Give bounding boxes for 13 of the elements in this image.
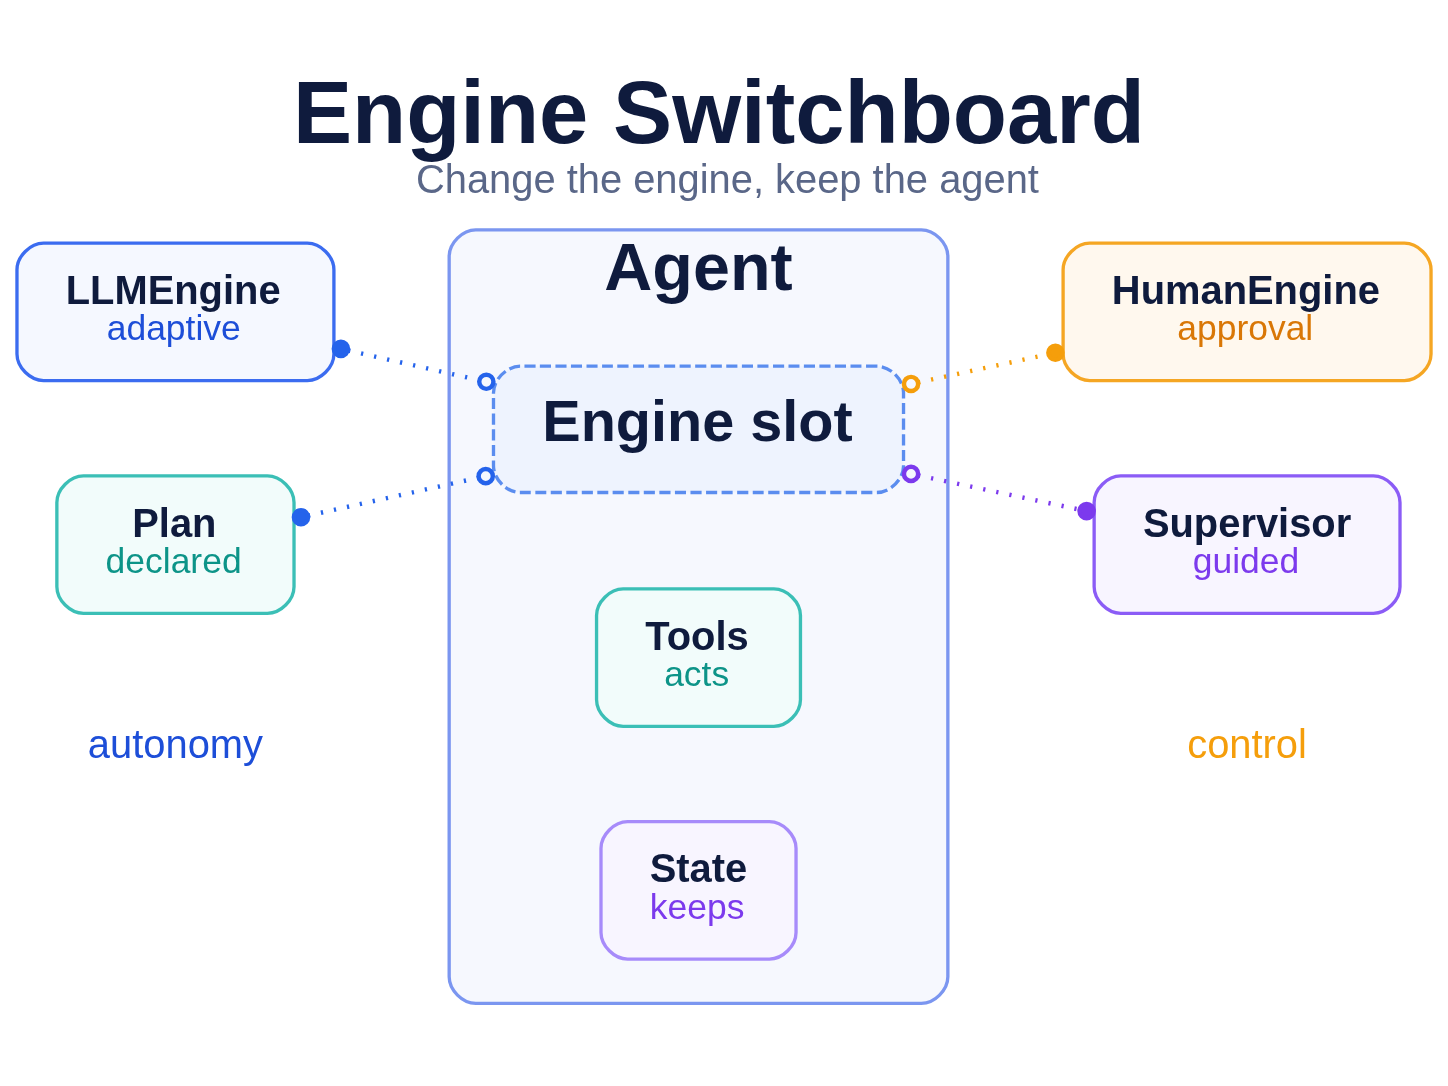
connector [901,342,1065,393]
connector [291,466,496,527]
node-box: LLMEngine adaptive [15,241,336,382]
node-box: State keeps [599,819,798,961]
node-box: HumanEngine approval [1061,241,1433,382]
label: autonomy [87,721,263,766]
node-box: Supervisor guided [1092,473,1402,615]
connector [901,464,1096,520]
node-box: Plan declared [55,473,296,615]
connector [331,339,496,391]
node-box: Engine slot [491,364,906,494]
node-box: Tools acts [594,586,803,728]
label: control [1187,721,1307,766]
